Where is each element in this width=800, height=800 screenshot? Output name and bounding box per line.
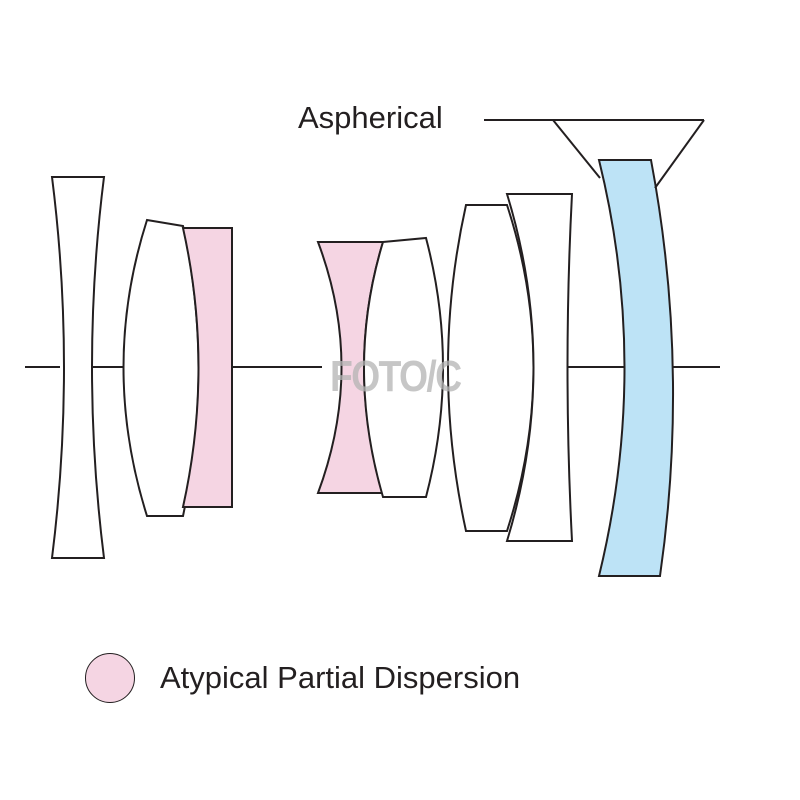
aspherical-callout [484,119,705,189]
aspherical-label: Aspherical [298,100,443,135]
legend-apd-label: Atypical Partial Dispersion [160,660,521,695]
lens-element-6 [447,204,535,532]
watermark-text: FOTO/C [330,352,462,401]
lens-element-5 [363,236,444,498]
lens-element-7 [505,193,574,542]
lens-element-8-aspherical [597,159,675,577]
legend-apd-swatch [85,653,135,703]
lens-element-1 [50,176,106,559]
lens-element-2 [122,218,200,517]
lens-element-3-apd [181,227,233,508]
